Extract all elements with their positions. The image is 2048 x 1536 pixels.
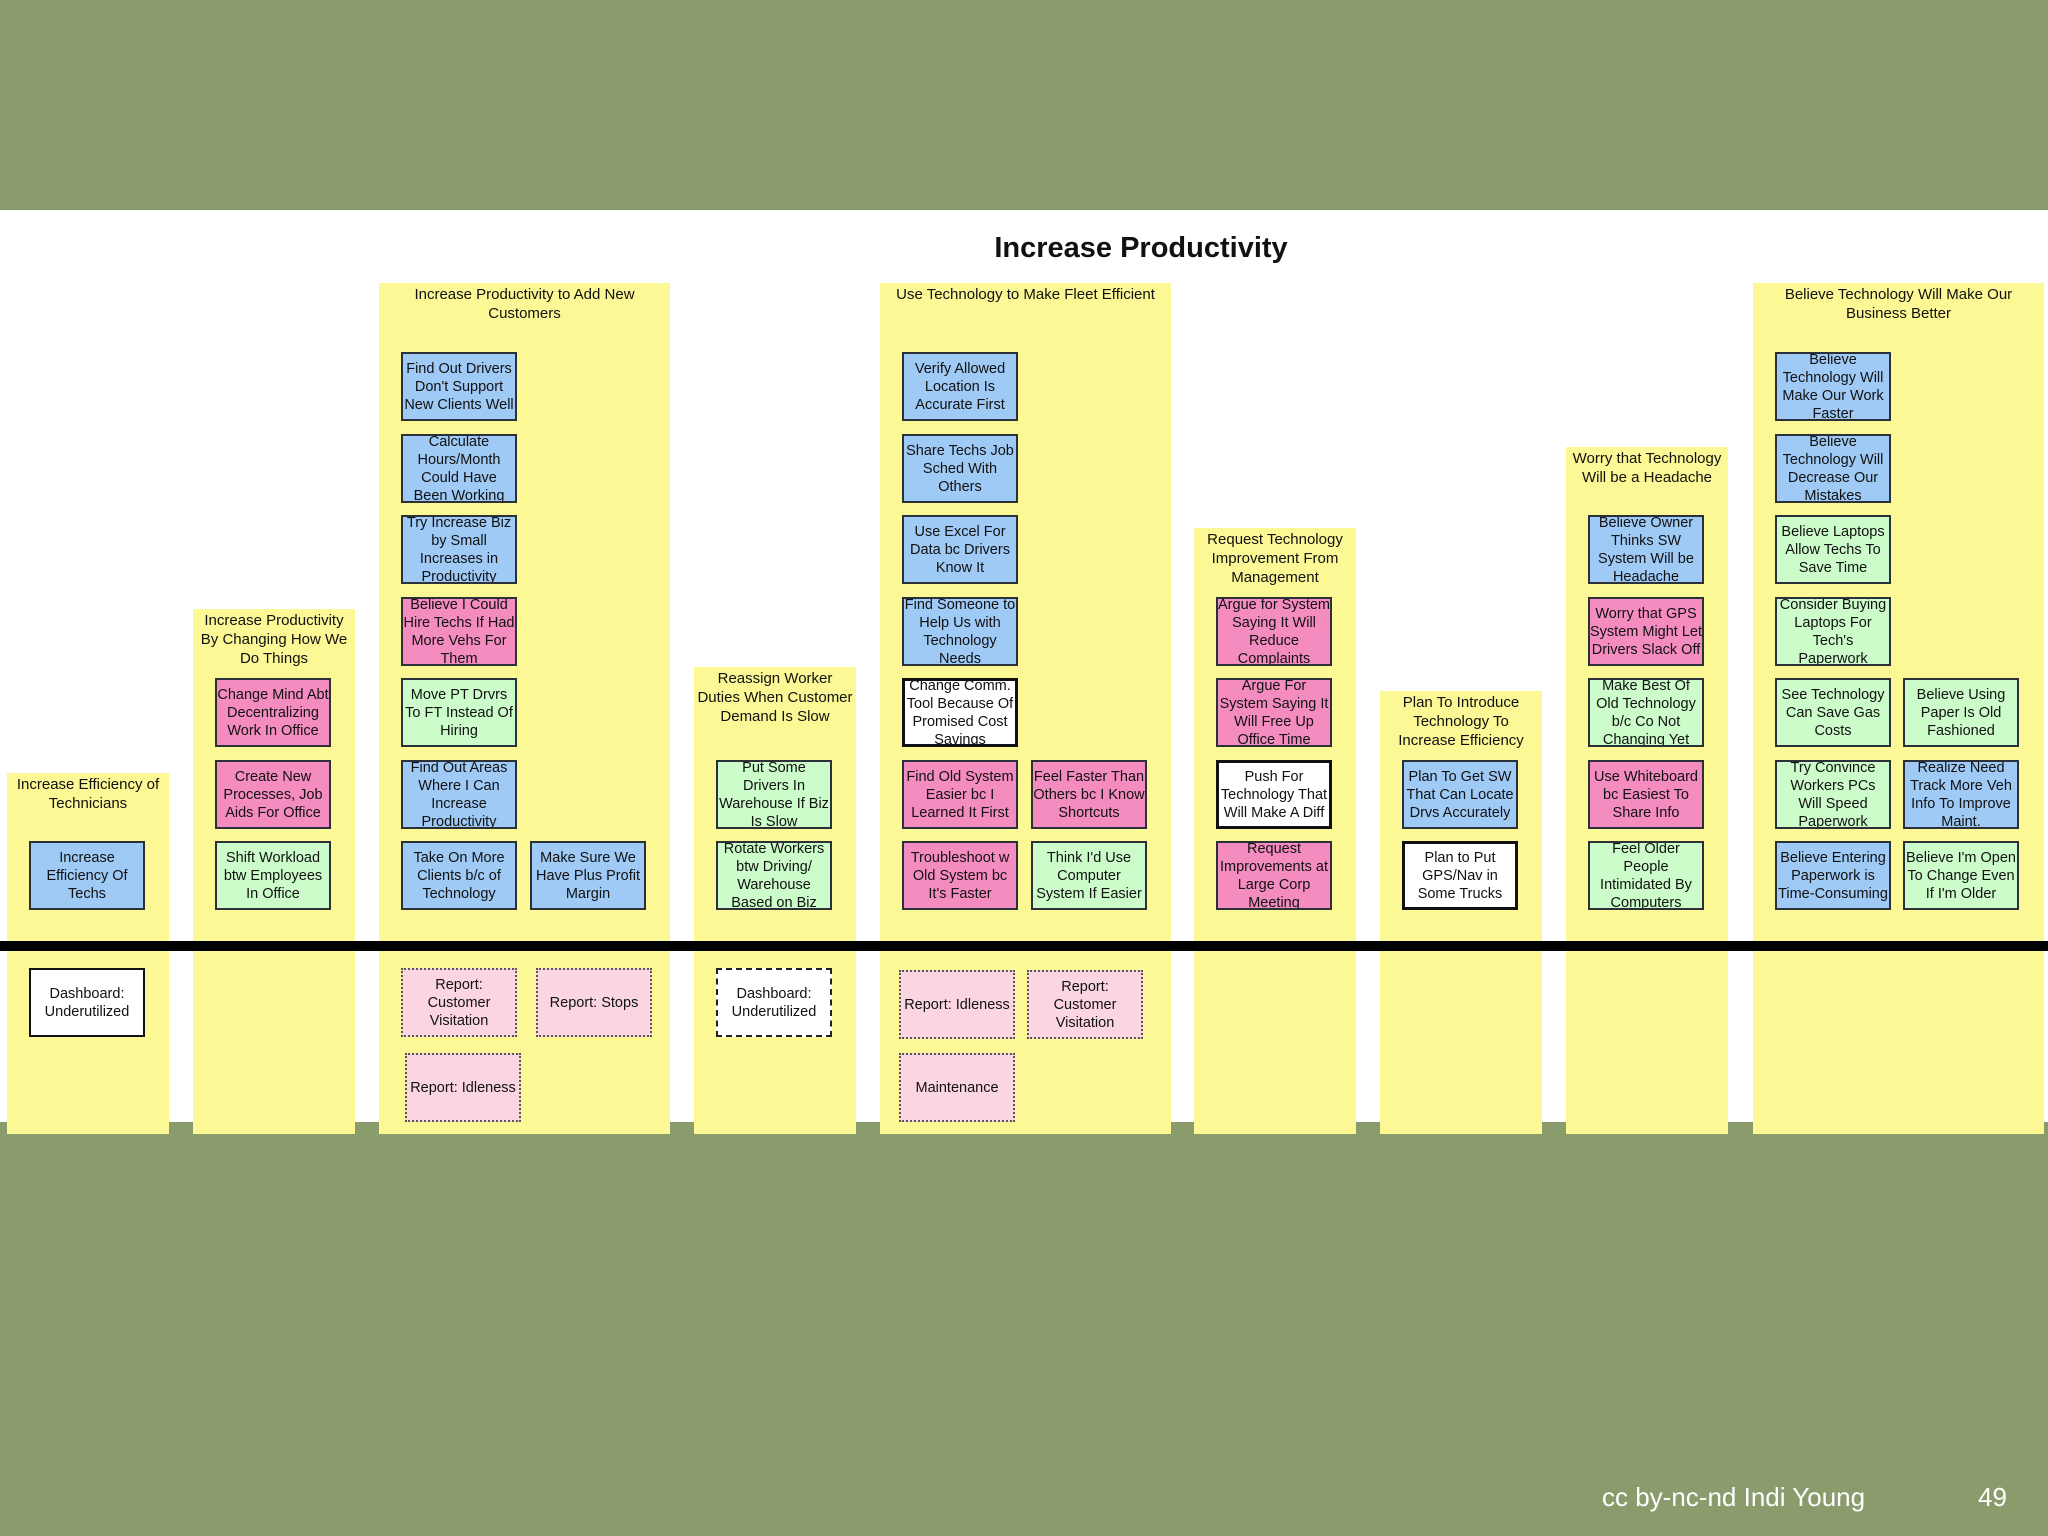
sticky-note: Realize Need Track More Veh Info To Impr… [1903,760,2019,829]
sticky-note: Plan To Get SW That Can Locate Drvs Accu… [1402,760,1518,829]
sticky-note: Believe Technology Will Make Our Work Fa… [1775,352,1891,421]
page-title: Increase Productivity [994,232,1288,264]
tower-label: Plan To Introduce Technology To Increase… [1398,694,1524,749]
tower: Plan To Introduce Technology To Increase… [1380,691,1542,1134]
sticky-note: Try Increase Biz by Small Increases in P… [401,515,517,584]
tower-label: Request Technology Improvement From Mana… [1207,531,1343,586]
sticky-note: Take On More Clients b/c of Technology [401,841,517,910]
sticky-note: Shift Workload btw Employees In Office [215,841,331,910]
tower-label: Increase Productivity to Add New Custome… [414,286,635,322]
sticky-note: Make Sure We Have Plus Profit Margin [530,841,646,910]
sticky-note: Find Old System Easier bc I Learned It F… [902,760,1018,829]
sticky-note: Believe I'm Open To Change Even If I'm O… [1903,841,2019,910]
report-box: Dashboard: Underutilized [716,968,832,1037]
report-box: Report: Idleness [899,970,1015,1039]
sticky-note: Find Out Areas Where I Can Increase Prod… [401,760,517,829]
report-box: Report: Stops [536,968,652,1037]
sticky-note: Argue For System Saying It Will Free Up … [1216,678,1332,747]
tower-label: Worry that Technology Will be a Headache [1572,450,1722,486]
sticky-note: Believe Entering Paperwork is Time-Consu… [1775,841,1891,910]
slide: Increase Productivity Increase Efficienc… [0,210,2048,1134]
sticky-note: See Technology Can Save Gas Costs [1775,678,1891,747]
report-box: Report: Customer Visitation [401,968,517,1037]
sticky-note: Worry that GPS System Might Let Drivers … [1588,597,1704,666]
sticky-note: Move PT Drvrs To FT Instead Of Hiring [401,678,517,747]
sticky-note: Create New Processes, Job Aids For Offic… [215,760,331,829]
sticky-note: Verify Allowed Location Is Accurate Firs… [902,352,1018,421]
tower-label: Increase Efficiency of Technicians [16,776,160,812]
report-box: Dashboard: Underutilized [29,968,145,1037]
sticky-note: Change Mind Abt Decentralizing Work In O… [215,678,331,747]
tower-label: Believe Technology Will Make Our Busines… [1784,286,2013,322]
page-number: 49 [1978,1482,2007,1512]
sticky-note: Find Someone to Help Us with Technology … [902,597,1018,666]
tower: Increase Efficiency of Technicians [7,773,169,1134]
sticky-note: Rotate Workers btw Driving/ Warehouse Ba… [716,841,832,910]
tower-label: Increase Productivity By Changing How We… [200,612,348,667]
sticky-note: Calculate Hours/Month Could Have Been Wo… [401,434,517,503]
sticky-note: Try Convince Workers PCs Will Speed Pape… [1775,760,1891,829]
report-box: Report: Customer Visitation [1027,970,1143,1039]
sticky-note: Feel Faster Than Others bc I Know Shortc… [1031,760,1147,829]
report-box: Maintenance [899,1053,1015,1122]
sticky-note: Increase Efficiency Of Techs [29,841,145,910]
sticky-note: Believe Owner Thinks SW System Will be H… [1588,515,1704,584]
sticky-note: Plan to Put GPS/Nav in Some Trucks [1402,841,1518,910]
sticky-note: Request Improvements at Large Corp Meeti… [1216,841,1332,910]
sticky-note: Feel Older People Intimidated By Compute… [1588,841,1704,910]
sticky-note: Troubleshoot w Old System bc It's Faster [902,841,1018,910]
sticky-note: Believe Technology Will Decrease Our Mis… [1775,434,1891,503]
sticky-note: Put Some Drivers In Warehouse If Biz Is … [716,760,832,829]
sticky-note: Share Techs Job Sched With Others [902,434,1018,503]
sticky-note: Push For Technology That Will Make A Dif… [1216,760,1332,829]
sticky-note: Argue for System Saying It Will Reduce C… [1216,597,1332,666]
sticky-note: Believe Laptops Allow Techs To Save Time [1775,515,1891,584]
sticky-note: Believe I Could Hire Techs If Had More V… [401,597,517,666]
sticky-note: Use Excel For Data bc Drivers Know It [902,515,1018,584]
sticky-note: Find Out Drivers Don't Support New Clien… [401,352,517,421]
sticky-note: Use Whiteboard bc Easiest To Share Info [1588,760,1704,829]
divider [0,941,2048,951]
report-box: Report: Idleness [405,1053,521,1122]
tower-label: Use Technology to Make Fleet Efficient [896,286,1155,303]
sticky-note: Change Comm. Tool Because Of Promised Co… [902,678,1018,747]
tower-label: Reassign Worker Duties When Customer Dem… [697,670,853,725]
credit-text: cc by-nc-nd Indi Young [1602,1482,1866,1512]
sticky-note: Make Best Of Old Technology b/c Co Not C… [1588,678,1704,747]
sticky-note: Believe Using Paper Is Old Fashioned [1903,678,2019,747]
sticky-note: Think I'd Use Computer System If Easier [1031,841,1147,910]
sticky-note: Consider Buying Laptops For Tech's Paper… [1775,597,1891,666]
